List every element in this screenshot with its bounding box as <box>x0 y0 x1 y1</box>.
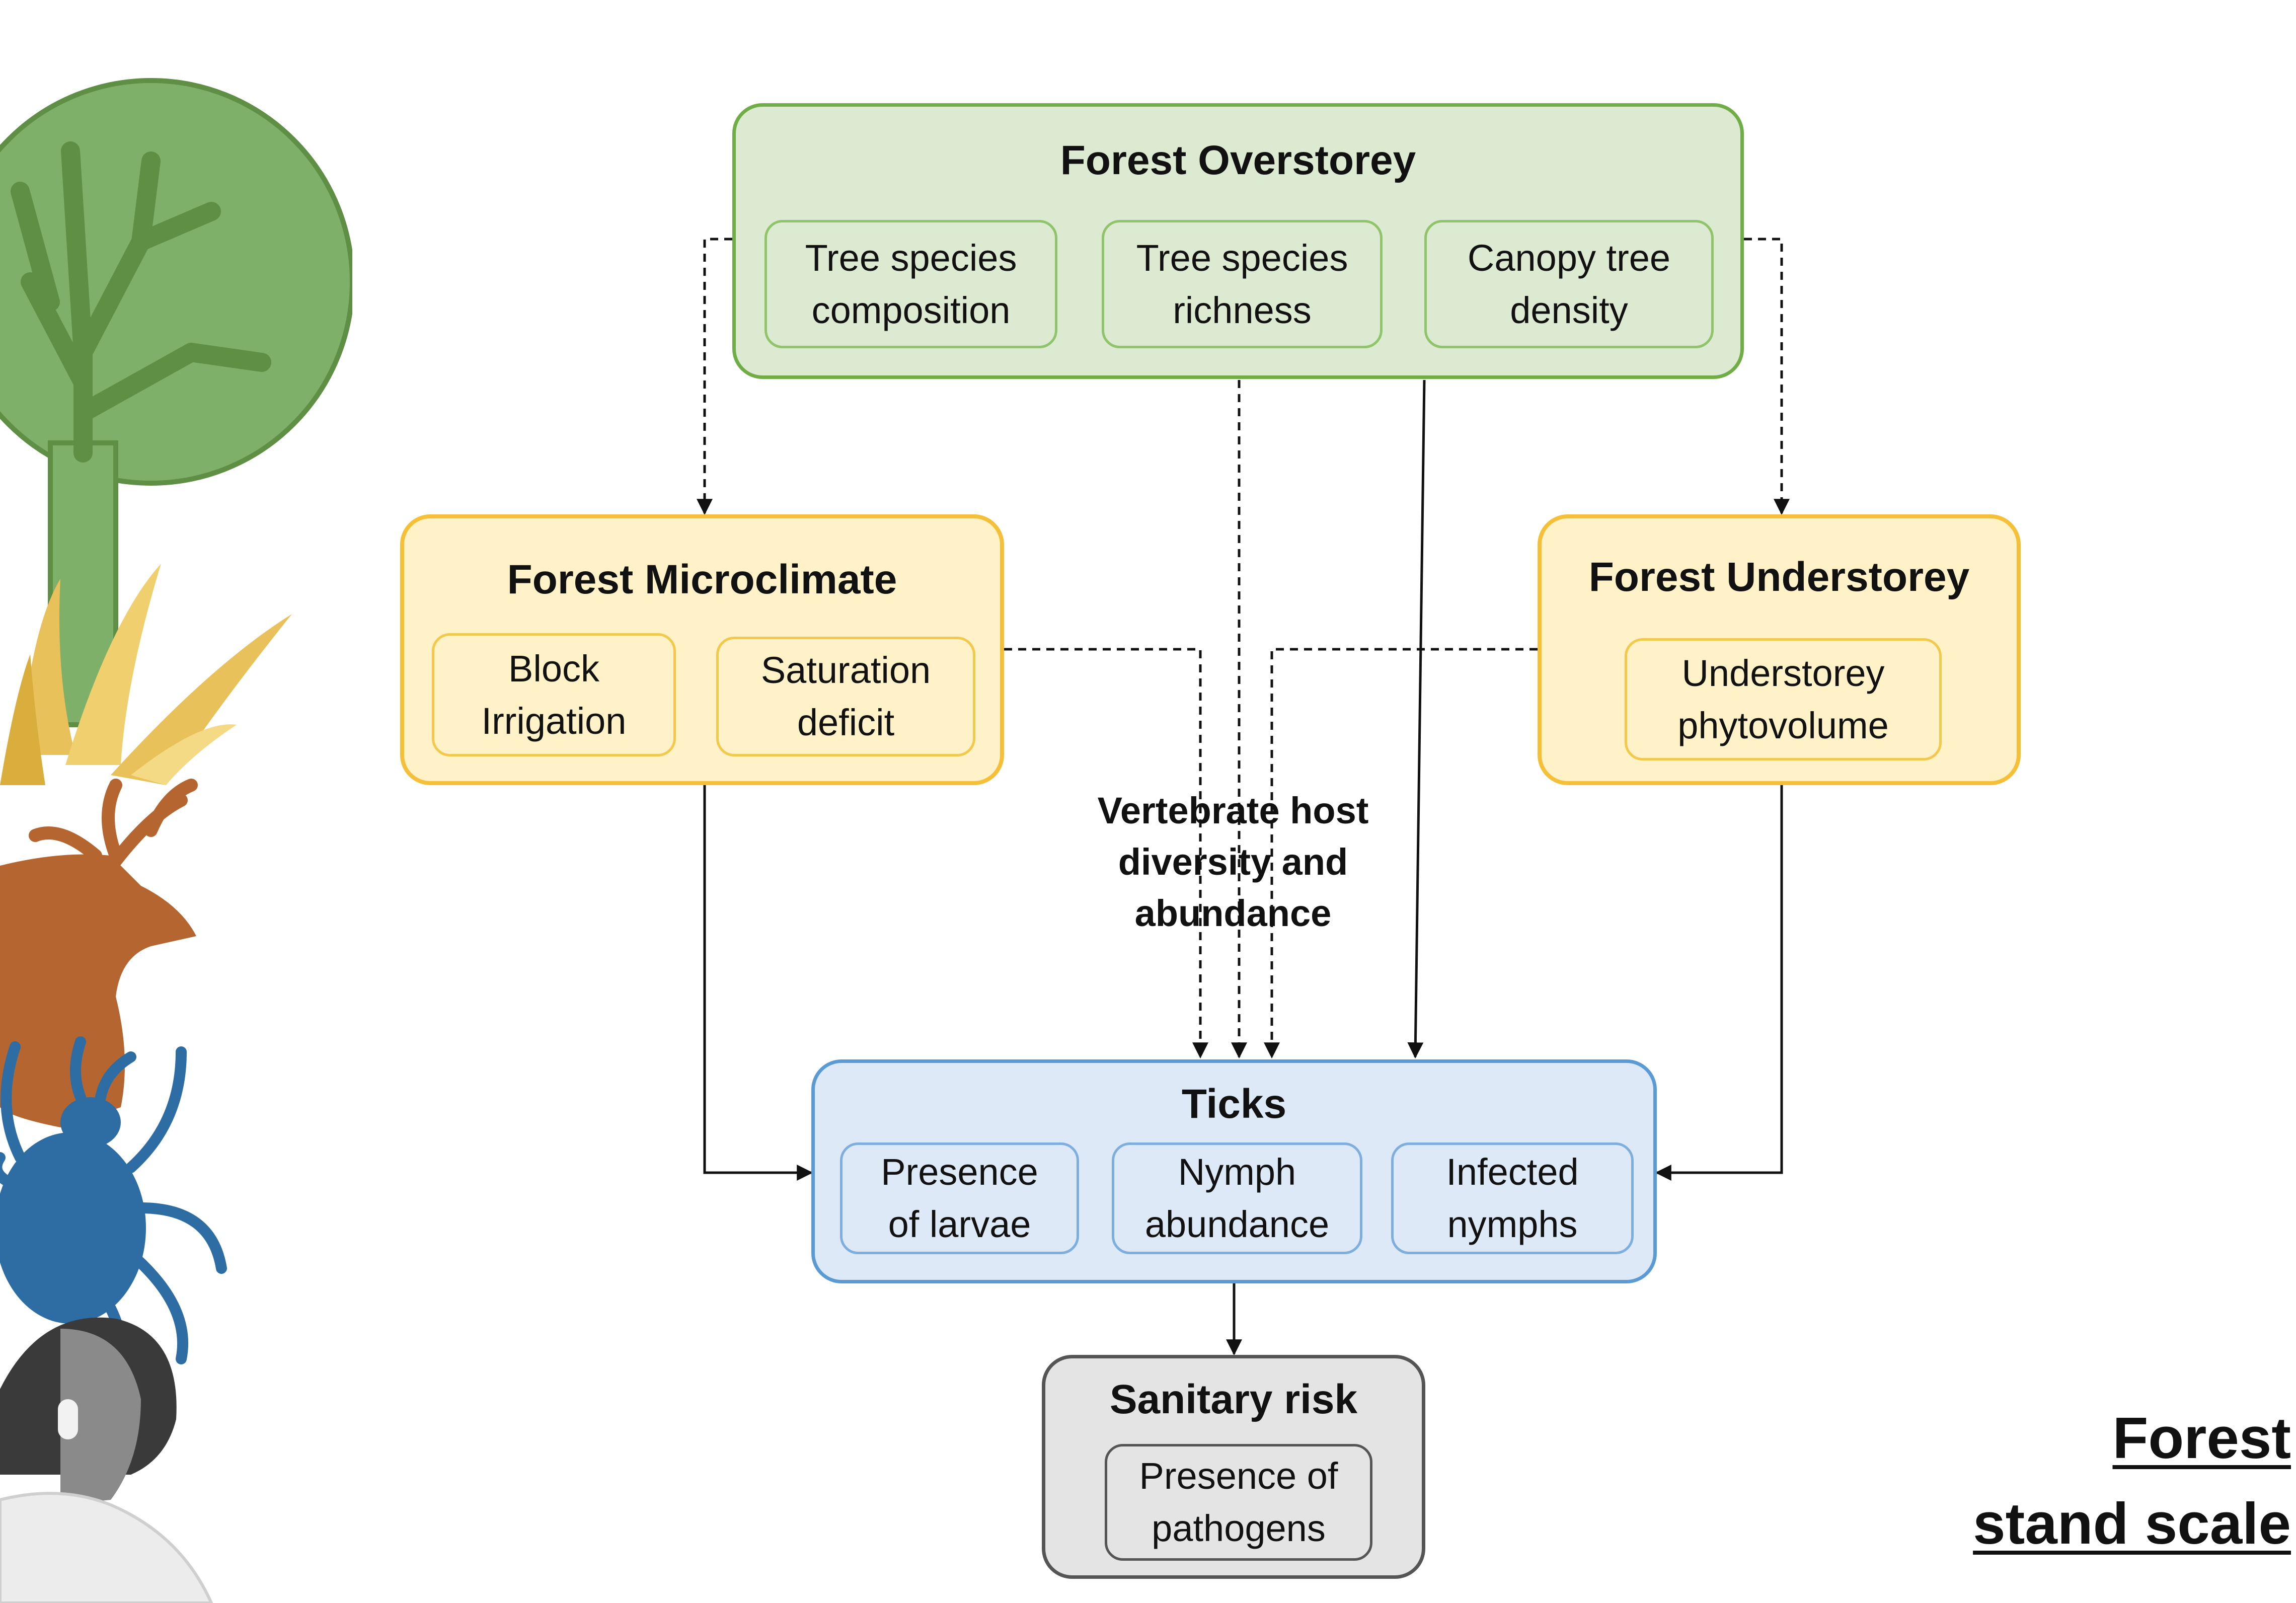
arrow-overstorey-to-microclimate <box>697 238 732 515</box>
presence-of-pathogens: Presence of pathogens <box>1105 1444 1372 1561</box>
arrow-understorey-to-ticks <box>1655 785 1783 1181</box>
nymph-abundance: Nymph abundance <box>1112 1142 1362 1254</box>
ticks-box: Ticks Presence of larvae Nymph abundance… <box>811 1059 1657 1283</box>
grass-icon <box>0 564 292 785</box>
forest-microclimate-title: Forest Microclimate <box>507 557 897 602</box>
forest-understorey-box: Forest Understorey Understorey phytovolu… <box>1538 514 2021 785</box>
ticks-title: Ticks <box>1181 1081 1287 1127</box>
forest-understorey-title: Forest Understorey <box>1588 554 1970 600</box>
forest-microclimate-box: Forest Microclimate Block Irrigation Sat… <box>400 514 1004 785</box>
forest-overstorey-box: Forest Overstorey Tree species compositi… <box>732 103 1744 379</box>
scale-label-line1: Forest <box>2112 1405 2291 1471</box>
arrow-microclimate-to-ticks <box>703 785 813 1181</box>
infected-nymphs: Infected nymphs <box>1391 1142 1634 1254</box>
person-icon <box>0 1317 213 1603</box>
sanitary-risk-box: Sanitary risk Presence of pathogens <box>1042 1355 1425 1579</box>
canopy-tree-density: Canopy tree density <box>1424 220 1714 348</box>
arrow-overstorey-to-understorey <box>1744 238 1790 515</box>
tree-species-composition: Tree species composition <box>764 220 1057 348</box>
presence-of-larvae: Presence of larvae <box>840 1142 1079 1254</box>
arrow-density-to-ticks <box>1407 379 1426 1059</box>
saturation-deficit: Saturation deficit <box>716 637 975 756</box>
block-irrigation: Block Irrigation <box>432 633 676 756</box>
understorey-phytovolume: Understorey phytovolume <box>1625 638 1942 760</box>
forest-overstorey-title: Forest Overstorey <box>1060 137 1416 183</box>
tree-species-richness: Tree species richness <box>1102 220 1383 348</box>
arrow-understorey-to-ticks-host <box>1264 648 1538 1059</box>
tick-icon <box>0 1036 227 1395</box>
scale-label-line2: stand scale <box>1973 1491 2291 1556</box>
illustration-strip <box>0 78 352 1603</box>
vertebrate-host-label: Vertebrate host diversity and abundance <box>1097 790 1369 934</box>
arrow-microclimate-to-ticks-host <box>1004 648 1208 1059</box>
deer-icon <box>0 779 198 1127</box>
sanitary-risk-title: Sanitary risk <box>1109 1377 1358 1422</box>
